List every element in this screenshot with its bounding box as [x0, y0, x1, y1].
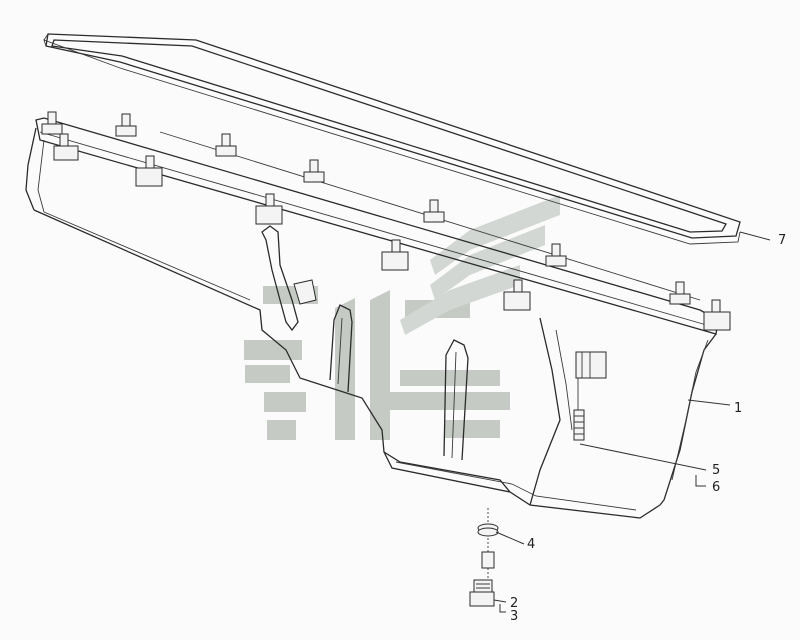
flange-bolts — [41, 111, 731, 331]
watermark-logo — [244, 195, 560, 440]
bolt — [503, 279, 531, 311]
bolt — [255, 193, 283, 225]
sensor-bracket-parts-5-6 — [573, 351, 607, 441]
leader-lines — [493, 231, 771, 613]
bolt — [135, 155, 163, 187]
callout-4: 4 — [527, 537, 535, 552]
drain-plug-assembly — [469, 508, 499, 607]
callout-2: 2 — [510, 596, 518, 611]
bolt — [303, 159, 325, 183]
callout-labels: 7 1 5 6 4 2 3 — [510, 233, 786, 624]
bolt — [41, 111, 63, 135]
gasket-part-7 — [43, 33, 741, 245]
bolt — [381, 239, 409, 271]
callout-5: 5 — [712, 463, 720, 478]
bolt — [115, 113, 137, 137]
callout-3: 3 — [510, 609, 518, 624]
bolt — [53, 133, 79, 161]
bolt — [669, 281, 691, 305]
bolt — [545, 243, 567, 267]
callout-1: 1 — [734, 401, 742, 416]
callout-7: 7 — [778, 233, 786, 248]
bolt — [215, 133, 237, 157]
bolt — [703, 299, 731, 331]
bolt — [423, 199, 445, 223]
callout-6: 6 — [712, 480, 720, 495]
